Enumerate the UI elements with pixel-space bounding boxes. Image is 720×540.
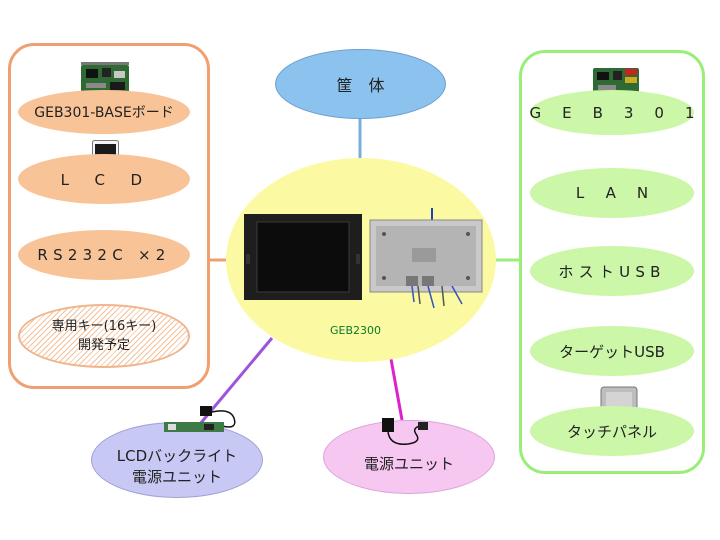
- host-usb-oval: ホストUSB: [530, 246, 694, 296]
- custom-key-status: 開発予定: [77, 338, 130, 353]
- lcd-monitor-front-image: [244, 214, 362, 300]
- lcd-backlight-label: LCDバックライト: [116, 447, 238, 465]
- target-usb-oval: ターゲットUSB: [530, 326, 694, 376]
- device-rear-image: [369, 208, 483, 309]
- geb301-oval: GEB301: [529, 90, 695, 135]
- host-usb-label: ホストUSB: [558, 262, 666, 281]
- target-usb-label: ターゲットUSB: [559, 342, 665, 361]
- lcd-oval: L C D: [18, 154, 190, 204]
- base-board-oval: GEB301-BASEボード: [18, 90, 190, 134]
- base-board-icon: [81, 62, 129, 94]
- touch-panel-label: タッチパネル: [566, 422, 657, 441]
- inverter-board-icon: [164, 406, 236, 432]
- custom-key-oval: 専用キー(16キー) 開発予定: [18, 304, 190, 368]
- casing-label: 筐 体: [336, 76, 385, 95]
- geb301-board-icon: [593, 68, 639, 94]
- geb301-label: GEB301: [529, 103, 716, 122]
- power-unit-label: 電源ユニット: [363, 454, 454, 473]
- lcd-backlight-power-oval: LCDバックライト 電源ユニット: [91, 422, 263, 498]
- lcd-backlight-unit-label: 電源ユニット: [131, 468, 222, 486]
- connector-power: [389, 358, 404, 421]
- lan-oval: LAN: [530, 168, 694, 218]
- custom-key-label: 専用キー(16キー): [51, 318, 157, 334]
- lcd-label: L C D: [60, 170, 148, 189]
- touch-panel-oval: タッチパネル: [530, 406, 694, 456]
- casing-oval: 筐 体: [275, 49, 446, 119]
- power-unit-oval: 電源ユニット: [323, 420, 495, 494]
- model-label: GEB2300: [330, 324, 382, 337]
- power-adapter-icon: [382, 418, 428, 445]
- rs232c-oval: RS232C ×2: [18, 230, 190, 280]
- base-board-label: GEB301-BASEボード: [34, 105, 174, 121]
- lan-label: LAN: [575, 184, 670, 202]
- rs232c-label: RS232C ×2: [37, 246, 171, 264]
